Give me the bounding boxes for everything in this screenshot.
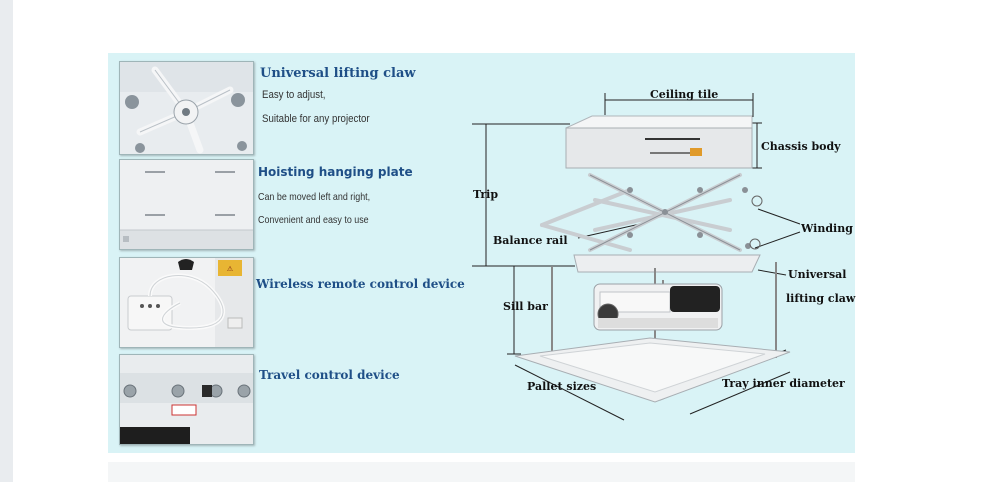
travel-control-photo [119,354,254,445]
hanging-plate-photo [119,159,254,250]
feature-line: Convenient and easy to use [258,214,369,226]
bottom-strip [108,462,855,482]
feature-title-travel-control: Travel control device [259,368,400,382]
feature-title-hanging-plate: Hoisting hanging plate [258,165,413,179]
label-chassis-body: Chassis body [761,140,841,153]
feature-line: Easy to adjust, [262,89,326,101]
lifting-claw-photo [119,61,254,155]
feature-title-lifting-claw: Universal lifting claw [260,66,416,81]
remote-control-photo: ⚠ [119,257,254,348]
left-edge-strip [0,0,13,482]
label-trip: Trip [473,188,499,201]
label-balance-rail: Balance rail [493,234,568,247]
feature-line: Suitable for any projector [262,113,370,125]
label-pallet-sizes: Pallet sizes [527,380,597,393]
label-winding: Winding [801,222,853,235]
svg-text:⚠: ⚠ [227,265,234,273]
label-sill-bar: Sill bar [503,300,548,313]
feature-title-wireless-remote: Wireless remote control device [256,277,465,291]
label-tray-inner-diameter: Tray inner diameter [722,377,845,390]
label-lifting-claw: lifting claw [786,292,856,305]
label-universal: Universal [788,268,847,281]
label-ceiling-tile: Ceiling tile [650,88,719,101]
feature-line: Can be moved left and right, [258,191,371,203]
